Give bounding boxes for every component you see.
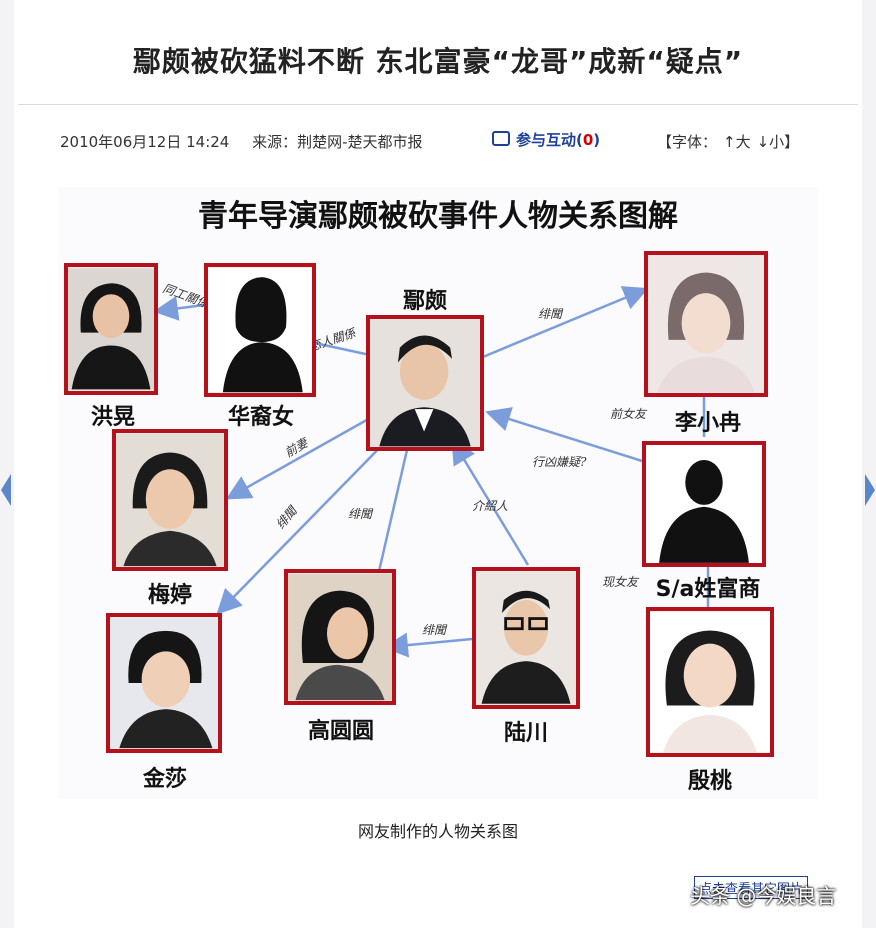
divider bbox=[18, 104, 858, 105]
name-sa-fushang: S/a姓富商 bbox=[655, 577, 761, 602]
woman-portrait-icon bbox=[116, 433, 224, 567]
silhouette-icon bbox=[208, 267, 312, 393]
comment-label: 参与互动( bbox=[516, 131, 583, 149]
article-headline: 鄢颇被砍猛料不断 东北富豪“龙哥”成新“疑点” bbox=[132, 45, 744, 78]
woman-portrait-icon bbox=[110, 617, 218, 749]
photo-hongye bbox=[64, 263, 158, 395]
arrow-yanpo-gaoyuanyuan bbox=[366, 436, 412, 598]
photo-gaoyuanyuan bbox=[284, 569, 396, 705]
photo-yanpo bbox=[366, 315, 484, 451]
article-meta: 2010年06月12日 14:24 来源：荆楚网-楚天都市报 bbox=[60, 131, 441, 152]
arrow-yanpo-lixiaoran bbox=[477, 286, 649, 361]
edge-label-fushang-yintao: 现女友 bbox=[602, 575, 639, 589]
edge-label-fushang-lixiaoran: 前女友 bbox=[610, 407, 647, 421]
chevron-left-icon bbox=[1, 474, 11, 506]
edge-label-yanpo-gaoyuanyuan: 绯聞 bbox=[348, 507, 373, 521]
relationship-arrows bbox=[153, 286, 721, 658]
edge-label-luchuan-yanpo: 介紹人 bbox=[472, 499, 509, 513]
name-yanpo: 鄢颇 bbox=[402, 289, 447, 314]
arrow-luchuan-gaoyuanyuan bbox=[383, 632, 473, 658]
diagram-title: 青年导演鄢颇被砍事件人物关系图解 bbox=[198, 199, 678, 234]
edge-label-yanpo-lixiaoran: 绯聞 bbox=[538, 307, 563, 321]
next-image-arrow[interactable] bbox=[864, 470, 876, 510]
name-lixiaoran: 李小冉 bbox=[674, 411, 741, 436]
relationship-diagram: 青年导演鄢颇被砍事件人物关系图解 同工關係 恋人關係 绯聞 前妻 绯聞 绯聞 介… bbox=[58, 187, 818, 799]
font-large-button[interactable]: ↑大 bbox=[723, 133, 751, 151]
photo-luchuan bbox=[472, 567, 580, 709]
woman-portrait-icon bbox=[68, 268, 154, 390]
name-gaoyuanyuan: 高圆圆 bbox=[307, 719, 374, 744]
font-size-label: 【字体： bbox=[657, 133, 718, 151]
comment-link[interactable]: 参与互动(0) bbox=[492, 129, 600, 150]
comment-close: ) bbox=[593, 131, 601, 149]
name-yintao: 殷桃 bbox=[687, 769, 732, 794]
chevron-right-icon bbox=[865, 474, 875, 506]
prev-image-arrow[interactable] bbox=[0, 470, 12, 510]
comment-count: 0 bbox=[582, 131, 594, 149]
arrow-yanpo-jinsha bbox=[216, 432, 395, 615]
arrow-yanpo-meiting bbox=[225, 415, 373, 500]
more-images-link[interactable]: 点击查看其它图片 bbox=[694, 876, 809, 899]
publish-date: 2010年06月12日 14:24 bbox=[60, 133, 230, 151]
photo-meiting bbox=[112, 429, 228, 571]
woman-portrait-icon bbox=[288, 573, 392, 701]
name-meiting: 梅婷 bbox=[147, 583, 192, 608]
woman-portrait-icon bbox=[650, 611, 770, 753]
woman-portrait-icon bbox=[648, 255, 764, 393]
photo-yintao bbox=[646, 607, 774, 757]
photo-jinsha bbox=[106, 613, 222, 753]
edge-label-luchuan-gaoyuanyuan: 绯聞 bbox=[422, 623, 447, 637]
edge-label-fushang-yanpo: 行凶嫌疑? bbox=[532, 455, 587, 469]
name-luchuan: 陆川 bbox=[503, 721, 548, 746]
photo-lixiaoran bbox=[644, 251, 768, 397]
arrow-luchuan-yanpo bbox=[451, 438, 530, 566]
font-size-control: 【字体： ↑大 ↓小】 bbox=[657, 131, 799, 152]
font-small-button[interactable]: ↓小】 bbox=[756, 133, 800, 151]
name-huayi: 华裔女 bbox=[227, 405, 294, 430]
article-source: 来源：荆楚网-楚天都市报 bbox=[252, 133, 423, 151]
silhouette-icon bbox=[646, 445, 762, 563]
photo-huayi bbox=[204, 263, 316, 397]
name-jinsha: 金莎 bbox=[142, 767, 187, 792]
arrow-fushang-yanpo bbox=[485, 407, 643, 463]
man-glasses-portrait-icon bbox=[476, 572, 576, 704]
watermark: 头条 @今娱良言 bbox=[690, 884, 837, 908]
image-caption: 网友制作的人物关系图 bbox=[357, 822, 518, 841]
arrow-hongye-huayi bbox=[153, 296, 205, 321]
name-hongye: 洪晃 bbox=[90, 405, 135, 430]
comment-icon bbox=[492, 131, 510, 146]
man-portrait-icon bbox=[370, 319, 480, 447]
photo-sa-fushang bbox=[642, 441, 766, 567]
